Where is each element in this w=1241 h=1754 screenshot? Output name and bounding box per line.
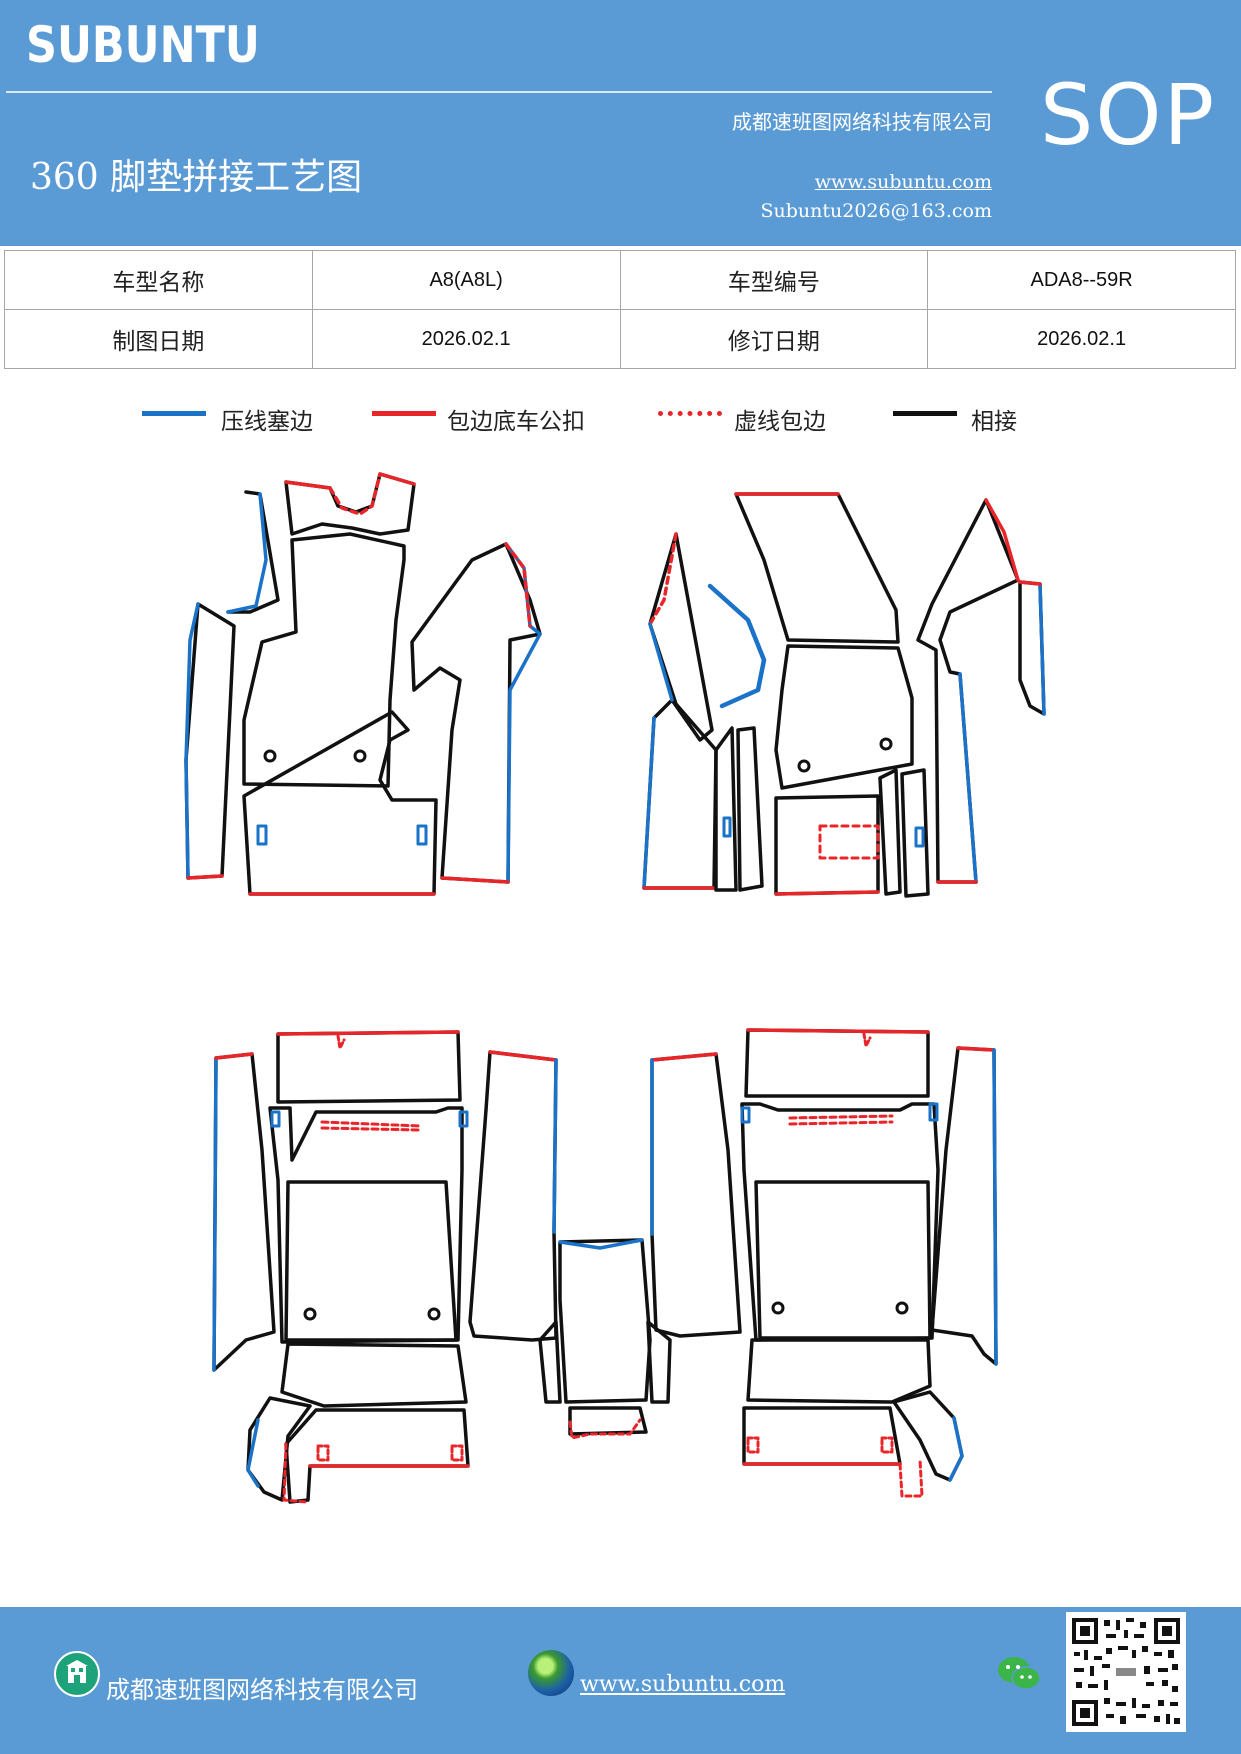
model-code-value: ADA8--59R bbox=[927, 250, 1236, 310]
company-name: 成都速班图网络科技有限公司 bbox=[732, 110, 992, 134]
revise-date-value: 2026.02.1 bbox=[927, 309, 1236, 369]
front-left-mat bbox=[184, 472, 542, 896]
legend-swatch-black bbox=[893, 411, 957, 416]
table-row: 车型名称 A8(A8L) 车型编号 ADA8--59R bbox=[4, 250, 1236, 310]
info-table: 车型名称 A8(A8L) 车型编号 ADA8--59R 制图日期 2026.02… bbox=[4, 250, 1236, 369]
footer-company: 成都速班图网络科技有限公司 bbox=[106, 1676, 418, 1704]
rear-left-mat bbox=[212, 1030, 558, 1504]
rear-right-mat bbox=[650, 1028, 998, 1498]
front-right-mat bbox=[642, 492, 1046, 898]
legend-label: 虚线包边 bbox=[734, 409, 826, 435]
legend-label: 压线塞边 bbox=[221, 409, 313, 435]
building-icon bbox=[54, 1651, 100, 1697]
legend-label: 包边底车公扣 bbox=[447, 409, 585, 435]
header-divider bbox=[6, 91, 992, 93]
model-name-value: A8(A8L) bbox=[311, 250, 621, 310]
legend-swatch-red-dashed bbox=[658, 411, 722, 416]
model-code-label: 车型编号 bbox=[619, 250, 929, 310]
email-address[interactable]: Subuntu2026@163.com bbox=[760, 200, 992, 222]
model-name-label: 车型名称 bbox=[4, 250, 313, 310]
draw-date-label: 制图日期 bbox=[4, 309, 313, 369]
brand-logo: SUBUNTU bbox=[26, 16, 260, 74]
draw-date-value: 2026.02.1 bbox=[311, 309, 621, 369]
rear-center-tunnel bbox=[538, 1238, 672, 1440]
table-row: 制图日期 2026.02.1 修订日期 2026.02.1 bbox=[4, 309, 1236, 369]
legend-swatch-blue bbox=[142, 411, 206, 416]
legend-swatch-red bbox=[372, 411, 436, 416]
website-link[interactable]: www.subuntu.com bbox=[814, 171, 992, 193]
wechat-icon[interactable] bbox=[996, 1654, 1044, 1694]
globe-icon bbox=[528, 1650, 574, 1696]
page-title: 360 脚垫拼接工艺图 bbox=[30, 157, 363, 198]
header-banner bbox=[0, 0, 1241, 246]
legend-label: 相接 bbox=[971, 409, 1017, 435]
footer-website-link[interactable]: www.subuntu.com bbox=[580, 1672, 786, 1697]
revise-date-label: 修订日期 bbox=[619, 309, 929, 369]
qr-code bbox=[1066, 1612, 1186, 1732]
doc-type: SOP bbox=[1040, 66, 1217, 164]
